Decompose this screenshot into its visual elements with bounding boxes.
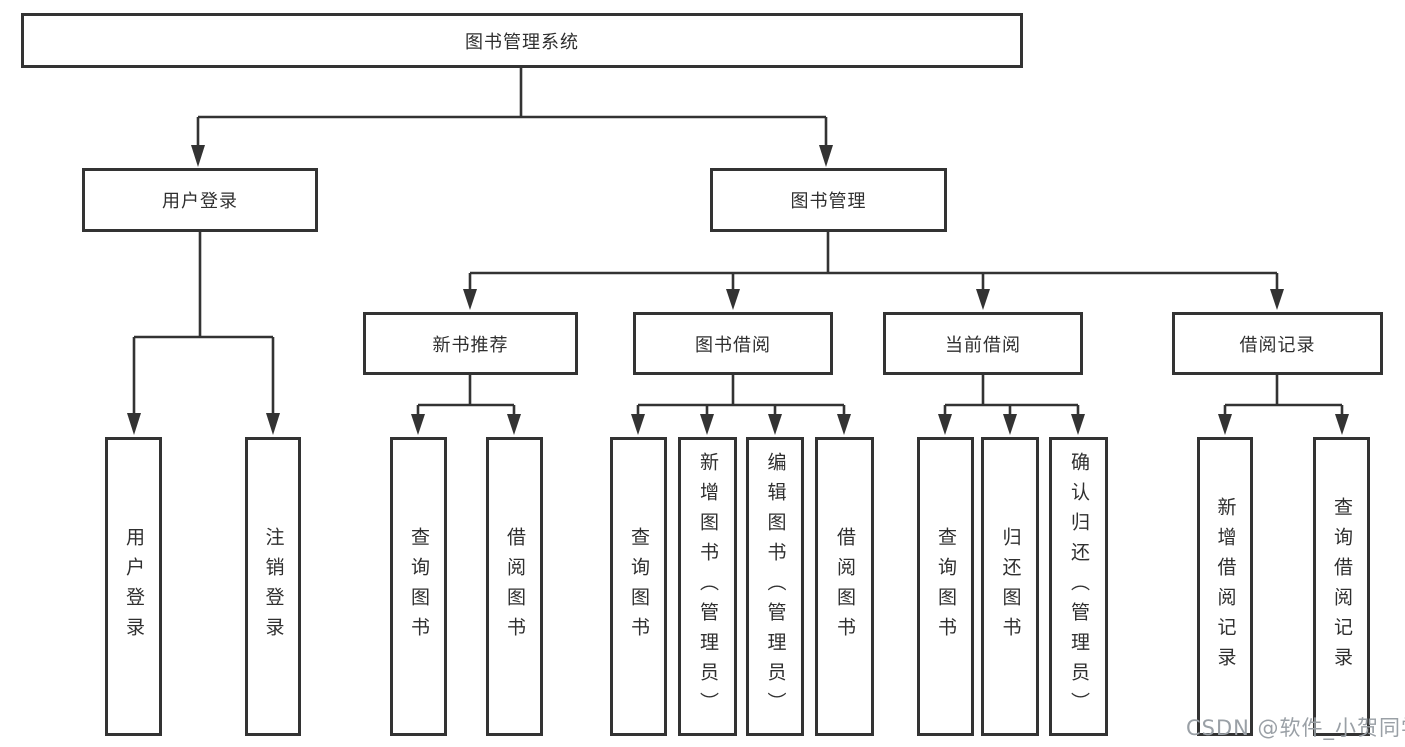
node-label: 查询图书 [935,526,957,647]
node-leaf-search-books-1: 查询图书 [390,437,447,736]
node-leaf-add-books-admin: 新增图书（管理员） [678,437,737,736]
watermark: CSDN @软件_小贺同学 [1186,716,1405,740]
node-leaf-confirm-return-admin: 确认归还（管理员） [1049,437,1108,736]
node-new-book-recommendation: 新书推荐 [363,312,578,375]
node-leaf-edit-books-admin: 编辑图书（管理员） [746,437,804,736]
node-borrowing-records: 借阅记录 [1172,312,1383,375]
node-label: 查询图书 [628,526,650,647]
node-label: 查询图书 [408,526,430,647]
node-label: 图书管理系统 [465,31,579,53]
node-label: 借阅图书 [834,526,856,647]
node-leaf-search-books-2: 查询图书 [610,437,667,736]
node-leaf-return-books: 归还图书 [981,437,1039,736]
node-leaf-borrow-books-2: 借阅图书 [815,437,874,736]
node-label: 用户登录 [162,191,238,212]
node-leaf-borrow-books-1: 借阅图书 [486,437,543,736]
node-label: 编辑图书（管理员） [764,451,787,722]
node-leaf-search-books-3: 查询图书 [917,437,974,736]
node-label: 新书推荐 [432,334,509,356]
node-label: 归还图书 [999,526,1022,647]
node-book-management: 图书管理 [710,168,947,232]
node-label: 注销登录 [262,526,285,647]
node-label: 新增图书（管理员） [697,451,719,722]
node-leaf-search-borrow-record: 查询借阅记录 [1313,437,1370,736]
node-leaf-user-login: 用户登录 [105,437,162,736]
node-library-management-system: 图书管理系统 [21,13,1023,68]
node-user-login: 用户登录 [82,168,318,232]
connector-new-book-group [411,375,521,435]
node-label: 当前借阅 [945,334,1021,356]
node-leaf-add-borrow-record: 新增借阅记录 [1197,437,1253,736]
connector-root-to-level2 [191,68,833,167]
node-leaf-logout: 注销登录 [245,437,301,736]
node-label: 新增借阅记录 [1214,496,1237,677]
node-label: 确认归还（管理员） [1068,451,1090,722]
connector-book-management-group [463,232,1284,310]
node-current-borrowing: 当前借阅 [883,312,1083,375]
node-label: 借阅图书 [504,526,526,647]
connector-borrowing-records-group [1218,375,1349,435]
node-label: 用户登录 [123,526,145,647]
node-label: 查询借阅记录 [1331,496,1353,677]
node-label: 图书借阅 [695,334,771,356]
node-book-borrowing: 图书借阅 [633,312,833,375]
node-label: 图书管理 [790,191,867,212]
connector-current-borrowing-group [938,375,1085,435]
connector-book-borrowing-group [631,375,851,435]
connector-user-login-group [127,232,280,435]
node-label: 借阅记录 [1239,334,1316,356]
